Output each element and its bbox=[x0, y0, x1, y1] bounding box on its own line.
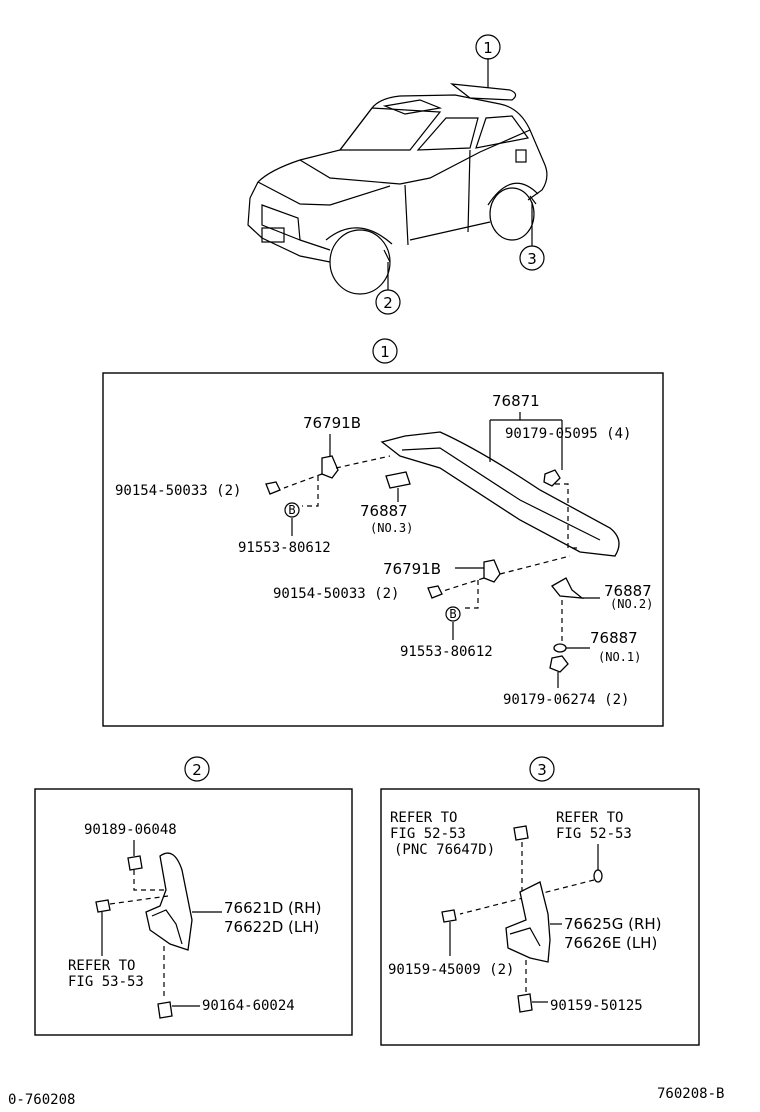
mudguard-76625G-icon bbox=[505, 881, 551, 963]
bracket-76791B-lower-icon bbox=[483, 559, 501, 583]
label-90159-50125: 90159-50125 bbox=[550, 998, 643, 1014]
refer-a-line3: (PNC 76647D) bbox=[394, 842, 495, 858]
section-3-header: 3 bbox=[529, 756, 555, 782]
label-76622D: 76622D (LH) bbox=[224, 918, 319, 936]
clip-90189-icon bbox=[127, 855, 143, 871]
section-2-box bbox=[34, 788, 353, 1036]
part-label: 1 bbox=[483, 39, 493, 57]
label-91553-80612-upper: 91553-80612 bbox=[238, 540, 331, 556]
part-label: 2 bbox=[192, 761, 202, 779]
label-90179-06274: 90179-06274 (2) bbox=[503, 692, 629, 708]
part-label: 3 bbox=[537, 761, 547, 779]
part-label: 2 bbox=[383, 294, 393, 312]
refer-b-line1: REFER TO bbox=[556, 810, 623, 826]
callout-3-top: 3 bbox=[519, 202, 545, 271]
callout-1-top: 1 bbox=[475, 34, 501, 88]
section-2-header: 2 bbox=[184, 756, 210, 782]
bolt-icon bbox=[265, 481, 281, 495]
screw-90159-50125-icon bbox=[517, 993, 533, 1013]
nut-icon bbox=[543, 469, 561, 487]
bolt-90159-45009-icon bbox=[441, 909, 457, 923]
label-76887-no2: 76887 bbox=[604, 582, 652, 600]
clip-76887-no1-icon bbox=[553, 643, 567, 653]
section-1-header: 1 bbox=[372, 338, 398, 364]
label-76871: 76871 bbox=[492, 392, 540, 410]
label-76626E: 76626E (LH) bbox=[564, 934, 657, 952]
bolt-refer-icon bbox=[95, 899, 111, 913]
label-90179-05095: 90179-05095 (4) bbox=[505, 426, 631, 442]
bracket-76791B-icon bbox=[321, 455, 339, 479]
refer-to-line1: REFER TO bbox=[68, 958, 135, 974]
part-label: (NO.2) bbox=[610, 597, 653, 611]
refer-b-line2: FIG 52-53 bbox=[556, 826, 632, 842]
part-label: 3 bbox=[527, 250, 537, 268]
refer-to-line2: FIG 53-53 bbox=[68, 974, 144, 990]
part-label: B bbox=[449, 607, 456, 621]
label-76791B-lower: 76791B bbox=[383, 560, 441, 578]
screw-90164-icon bbox=[157, 1001, 173, 1019]
label-90154-50033-lower: 90154-50033 (2) bbox=[273, 586, 399, 602]
section-1-box bbox=[102, 372, 664, 727]
car-illustration bbox=[247, 83, 548, 295]
label-91553-80612-lower: 91553-80612 bbox=[400, 644, 493, 660]
footer-right-code: 760208-B bbox=[657, 1086, 724, 1102]
part-label: (NO.1) bbox=[598, 650, 641, 664]
label-90154-50033-upper: 90154-50033 (2) bbox=[115, 483, 241, 499]
clip-refer-b-icon bbox=[593, 869, 603, 883]
label-76887-no3: 76887 bbox=[360, 502, 408, 520]
clip-76887-no3-icon bbox=[385, 471, 411, 489]
label-76625G: 76625G (RH) bbox=[564, 915, 662, 933]
part-label: 1 bbox=[380, 343, 390, 361]
label-90189-06048: 90189-06048 bbox=[84, 822, 177, 838]
label-90164-60024: 90164-60024 bbox=[202, 998, 295, 1014]
bolt-icon-lower bbox=[427, 585, 443, 599]
refer-a-line1: REFER TO bbox=[390, 810, 457, 826]
label-76621D: 76621D (RH) bbox=[224, 899, 321, 917]
clip-refer-a-icon bbox=[513, 825, 529, 841]
spoiler-76871 bbox=[380, 431, 620, 557]
footer-left-code: 0-760208 bbox=[8, 1092, 75, 1108]
nut-90179-06274-icon bbox=[549, 655, 569, 673]
callout-2-top: 2 bbox=[375, 262, 401, 315]
label-76791B-upper: 76791B bbox=[303, 414, 361, 432]
refer-a-line2: FIG 52-53 bbox=[390, 826, 466, 842]
section-3-box bbox=[380, 788, 700, 1046]
part-label: B bbox=[288, 503, 295, 517]
label-90159-45009: 90159-45009 (2) bbox=[388, 962, 514, 978]
clip-76887-no2-icon bbox=[551, 577, 585, 599]
mudguard-76621D-icon bbox=[145, 852, 193, 951]
part-label: (NO.3) bbox=[370, 521, 413, 535]
label-76887-no1: 76887 bbox=[590, 629, 638, 647]
